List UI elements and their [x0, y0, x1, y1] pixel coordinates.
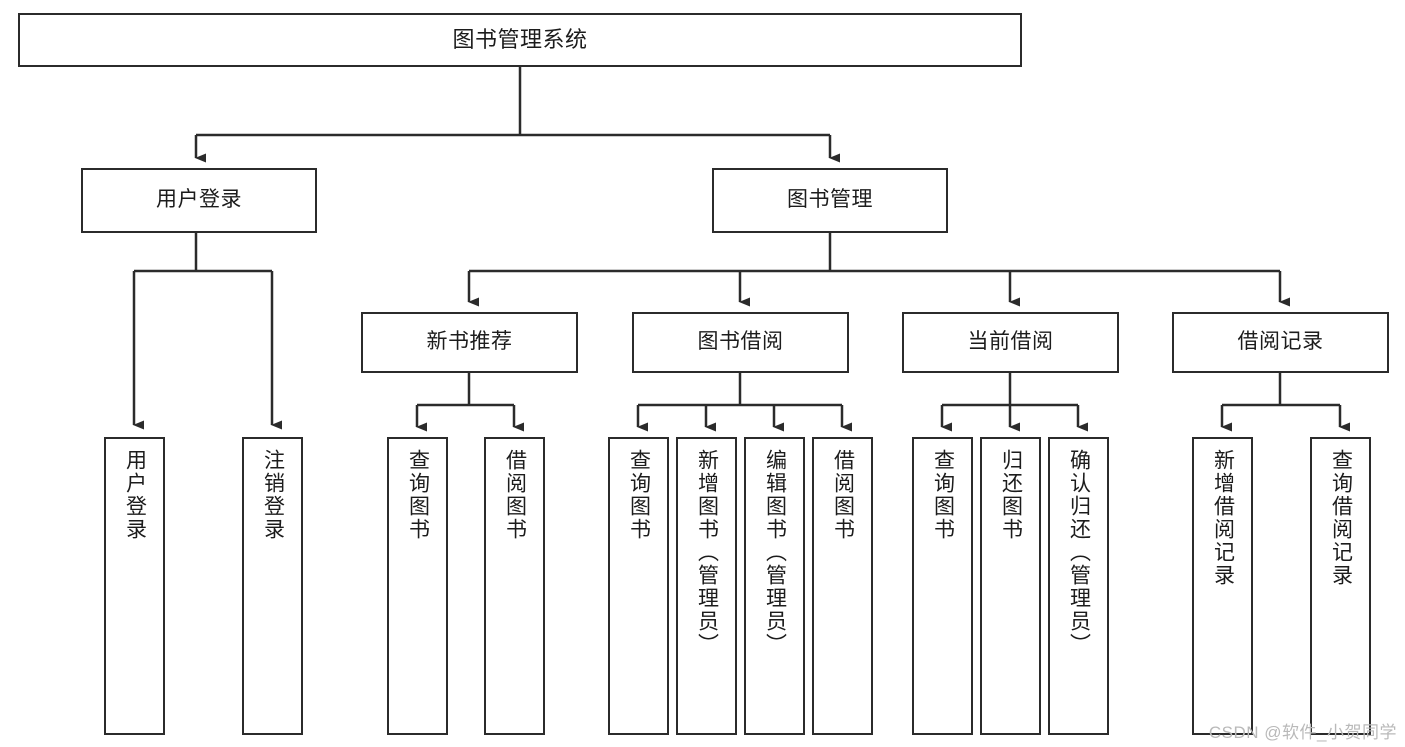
leaf-return-book[interactable]: 归还图书 — [980, 437, 1041, 735]
node-book-management[interactable]: 图书管理 — [712, 168, 948, 233]
leaf-query-book-borrow[interactable]: 查询图书 — [608, 437, 669, 735]
leaf-add-borrow-record[interactable]: 新增借阅记录 — [1192, 437, 1253, 735]
node-user-login[interactable]: 用户登录 — [81, 168, 317, 233]
leaf-borrow-book-new[interactable]: 借阅图书 — [484, 437, 545, 735]
node-borrowing-record[interactable]: 借阅记录 — [1172, 312, 1389, 373]
node-root-book-management-system[interactable]: 图书管理系统 — [18, 13, 1022, 67]
node-label: 图书借阅 — [697, 330, 784, 354]
node-label: 借阅记录 — [1237, 330, 1324, 354]
leaf-logout[interactable]: 注销登录 — [242, 437, 303, 735]
node-label: 图书管理系统 — [452, 27, 588, 53]
node-label: 用户登录 — [156, 188, 242, 212]
node-new-book-recommendation[interactable]: 新书推荐 — [361, 312, 578, 373]
node-book-borrowing[interactable]: 图书借阅 — [632, 312, 849, 373]
csdn-watermark: CSDN @软件_小贺同学 — [1208, 723, 1397, 742]
leaf-edit-book-admin[interactable]: 编辑图书（管理员） — [744, 437, 805, 735]
node-label: 新增图书（管理员） — [695, 449, 719, 656]
node-label: 用户登录 — [123, 449, 147, 541]
node-label: 查询图书 — [931, 449, 955, 541]
node-label: 注销登录 — [261, 449, 285, 541]
node-label: 图书管理 — [787, 188, 873, 212]
node-label: 查询借阅记录 — [1329, 449, 1353, 587]
node-label: 编辑图书（管理员） — [763, 449, 787, 656]
leaf-borrow-book[interactable]: 借阅图书 — [812, 437, 873, 735]
leaf-add-book-admin[interactable]: 新增图书（管理员） — [676, 437, 737, 735]
node-label: 当前借阅 — [967, 330, 1054, 354]
leaf-user-login[interactable]: 用户登录 — [104, 437, 165, 735]
node-label: 新增借阅记录 — [1211, 449, 1235, 587]
leaf-query-borrow-record[interactable]: 查询借阅记录 — [1310, 437, 1371, 735]
leaf-confirm-return-admin[interactable]: 确认归还（管理员） — [1048, 437, 1109, 735]
node-label: 查询图书 — [406, 449, 430, 541]
node-current-borrowing[interactable]: 当前借阅 — [902, 312, 1119, 373]
leaf-query-book-new[interactable]: 查询图书 — [387, 437, 448, 735]
node-label: 新书推荐 — [426, 330, 513, 354]
leaf-query-book-current[interactable]: 查询图书 — [912, 437, 973, 735]
node-label: 确认归还（管理员） — [1067, 449, 1091, 656]
node-label: 借阅图书 — [831, 449, 855, 541]
node-label: 归还图书 — [999, 449, 1023, 541]
node-label: 查询图书 — [627, 449, 651, 541]
node-label: 借阅图书 — [503, 449, 527, 541]
